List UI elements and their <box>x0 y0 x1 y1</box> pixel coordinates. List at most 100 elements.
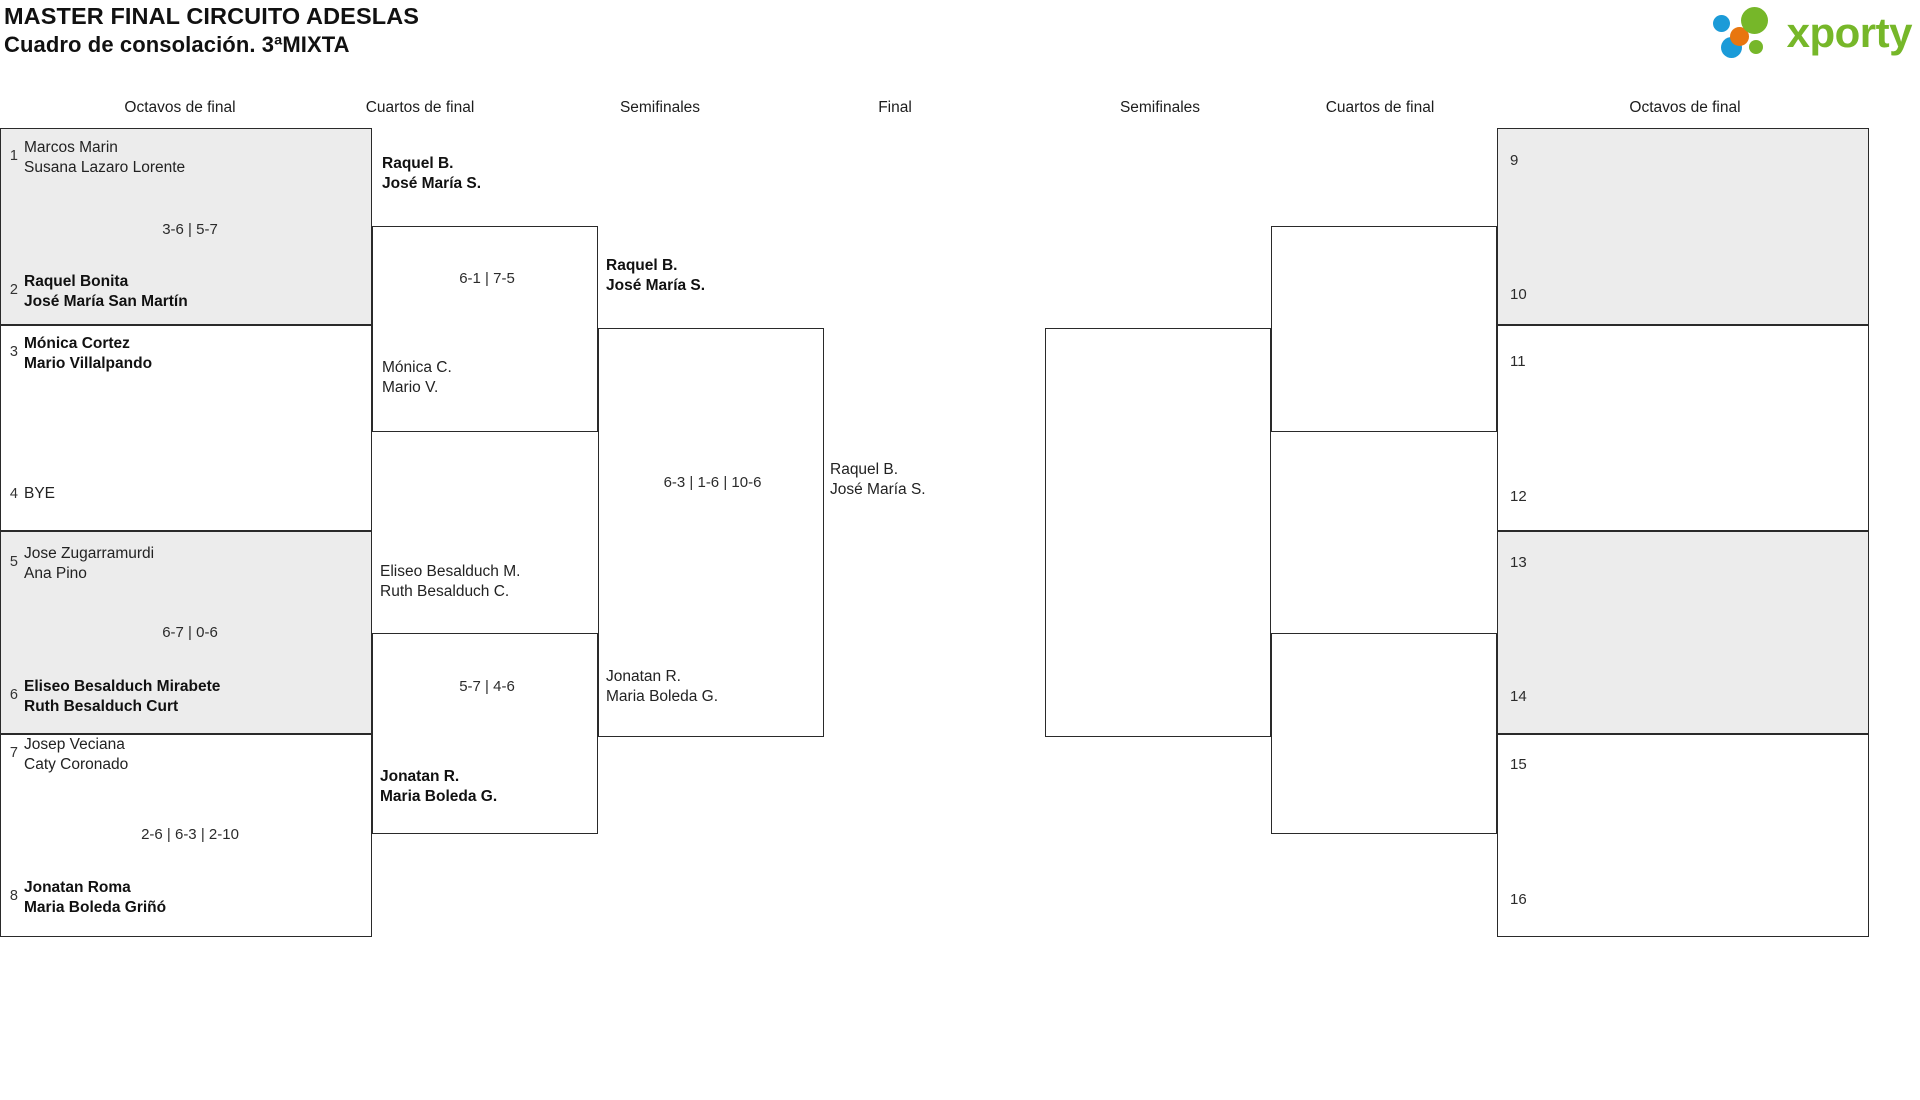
seed-number: 5 <box>9 554 18 570</box>
player-name-1: Josep Veciana <box>24 736 125 753</box>
match-box-r16-4[interactable] <box>0 734 372 937</box>
match-box-r16-right-4[interactable] <box>1497 734 1869 937</box>
player-name-2: Maria Boleda G. <box>380 787 498 805</box>
player-names: Raquel B. José María S. <box>828 458 926 499</box>
player-names: Eliseo Besalduch M. Ruth Besalduch C. <box>378 560 520 601</box>
player-slot-seed-4[interactable]: 4 BYE <box>2 484 352 504</box>
match-score-qf-1: 6-1 | 7-5 <box>459 270 515 287</box>
page-title: MASTER FINAL CIRCUITO ADESLAS Cuadro de … <box>4 2 419 59</box>
player-name-1: Mónica C. <box>382 359 452 376</box>
seed-number: 3 <box>9 344 18 360</box>
seed-number-14: 14 <box>1510 688 1527 705</box>
player-name-2: José María S. <box>830 480 926 498</box>
player-names: Jonatan R. Maria Boleda G. <box>378 765 497 806</box>
seed-number: 4 <box>9 486 18 502</box>
match-score-r16-4: 2-6 | 6-3 | 2-10 <box>141 826 239 843</box>
match-box-qf-right-2[interactable] <box>1271 633 1497 834</box>
bracket-subtitle: Cuadro de consolación. 3ªMIXTA <box>4 32 350 57</box>
logo-wordmark: xporty <box>1786 9 1913 56</box>
seed-number-10: 10 <box>1510 286 1527 303</box>
match-box-r16-right-2[interactable] <box>1497 325 1869 531</box>
match-box-r16-1[interactable] <box>0 128 372 325</box>
player-names: Marcos Marin Susana Lazaro Lorente <box>24 136 185 177</box>
seed-number: 7 <box>9 745 18 761</box>
player-name-2: Mario V. <box>382 378 439 396</box>
player-slot-seed-5[interactable]: 5 Jose Zugarramurdi Ana Pino <box>2 542 352 583</box>
player-name-2: Ruth Besalduch Curt <box>24 697 179 715</box>
xporty-logo: xporty <box>1712 4 1913 62</box>
player-name-1: Eliseo Besalduch M. <box>380 563 521 580</box>
match-score-qf-2: 5-7 | 4-6 <box>459 678 515 695</box>
player-names: Raquel Bonita José María San Martín <box>24 270 188 311</box>
player-names: Jose Zugarramurdi Ana Pino <box>24 542 154 583</box>
player-slot-finalist[interactable]: Raquel B. José María S. <box>828 458 1088 499</box>
round-header-cuartos-right: Cuartos de final <box>1325 99 1435 116</box>
match-score-r16-1: 3-6 | 5-7 <box>162 221 218 238</box>
match-box-sf-1[interactable] <box>598 328 824 737</box>
player-slot-seed-3[interactable]: 3 Mónica Cortez Mario Villalpando <box>2 332 352 373</box>
tournament-name: MASTER FINAL CIRCUITO ADESLAS <box>4 3 420 29</box>
match-box-qf-right-1[interactable] <box>1271 226 1497 432</box>
match-box-r16-right-1[interactable] <box>1497 128 1869 325</box>
player-name-2: Mario Villalpando <box>24 354 153 372</box>
round-header-octavos-left: Octavos de final <box>124 99 236 116</box>
match-box-sf-right[interactable] <box>1045 328 1271 737</box>
match-box-r16-3[interactable] <box>0 531 372 734</box>
seed-number: 8 <box>9 888 18 904</box>
player-names: BYE <box>24 484 55 504</box>
player-names: Jonatan R. Maria Boleda G. <box>604 665 718 706</box>
player-name-1: Raquel B. <box>606 257 678 274</box>
seed-number: 6 <box>9 687 18 703</box>
player-slot-qf1-top[interactable]: Raquel B. José María S. <box>380 152 600 193</box>
player-name-1: Eliseo Besalduch Mirabete <box>24 678 221 695</box>
player-names: Jonatan Roma Maria Boleda Griñó <box>24 876 166 917</box>
match-box-qf-2[interactable] <box>372 633 598 834</box>
seed-number-11: 11 <box>1510 353 1526 370</box>
player-slot-seed-7[interactable]: 7 Josep Veciana Caty Coronado <box>2 733 352 774</box>
player-name-2: José María S. <box>606 276 706 294</box>
player-name-1: Mónica Cortez <box>24 335 130 352</box>
player-name-2: Ana Pino <box>24 564 87 582</box>
player-names: Mónica C. Mario V. <box>380 356 452 397</box>
match-box-qf-1[interactable] <box>372 226 598 432</box>
player-slot-sf1-top[interactable]: Raquel B. José María S. <box>604 254 864 295</box>
seed-number-9: 9 <box>1510 152 1519 169</box>
player-slot-seed-2[interactable]: 2 Raquel Bonita José María San Martín <box>2 270 352 311</box>
round-header-final: Final <box>878 99 912 116</box>
round-header-semifinales-left: Semifinales <box>619 99 701 116</box>
logo-dots-icon <box>1712 7 1785 59</box>
player-names: Eliseo Besalduch Mirabete Ruth Besalduch… <box>24 675 220 716</box>
player-slot-qf2-top[interactable]: Eliseo Besalduch M. Ruth Besalduch C. <box>378 560 638 601</box>
player-name-2: Susana Lazaro Lorente <box>24 158 186 176</box>
player-name-1: Raquel Bonita <box>24 273 129 290</box>
match-score-r16-3: 6-7 | 0-6 <box>162 624 218 641</box>
round-header-octavos-right: Octavos de final <box>1629 99 1741 116</box>
seed-number-12: 12 <box>1510 488 1527 505</box>
seed-number-15: 15 <box>1510 756 1527 773</box>
player-names: Mónica Cortez Mario Villalpando <box>24 332 152 373</box>
player-name-1: Raquel B. <box>830 461 899 478</box>
player-name-1: Jonatan Roma <box>24 879 131 896</box>
match-box-r16-right-3[interactable] <box>1497 531 1869 734</box>
player-slot-qf2-bottom[interactable]: Jonatan R. Maria Boleda G. <box>378 765 618 806</box>
player-name-2: Ruth Besalduch C. <box>380 582 510 600</box>
player-slot-seed-6[interactable]: 6 Eliseo Besalduch Mirabete Ruth Besaldu… <box>2 675 362 716</box>
match-box-r16-2[interactable] <box>0 325 372 531</box>
player-slot-seed-1[interactable]: 1 Marcos Marin Susana Lazaro Lorente <box>2 136 352 177</box>
player-slot-seed-8[interactable]: 8 Jonatan Roma Maria Boleda Griñó <box>2 876 352 917</box>
player-name-1: Jose Zugarramurdi <box>24 545 155 562</box>
player-name-1: Jonatan R. <box>380 768 460 785</box>
player-name-2: José María San Martín <box>24 292 188 310</box>
seed-number: 2 <box>9 282 18 298</box>
player-slot-qf1-bottom[interactable]: Mónica C. Mario V. <box>380 356 600 397</box>
round-header-semifinales-right: Semifinales <box>1119 99 1201 116</box>
player-names: Raquel B. José María S. <box>380 152 481 193</box>
player-slot-sf1-bottom[interactable]: Jonatan R. Maria Boleda G. <box>604 665 864 706</box>
player-names: Josep Veciana Caty Coronado <box>24 733 128 774</box>
seed-number-13: 13 <box>1510 554 1527 571</box>
player-name-1: Marcos Marin <box>24 139 118 156</box>
player-name-1: Raquel B. <box>382 155 454 172</box>
player-name-2: Caty Coronado <box>24 755 129 773</box>
player-name-2: Maria Boleda G. <box>606 687 718 705</box>
